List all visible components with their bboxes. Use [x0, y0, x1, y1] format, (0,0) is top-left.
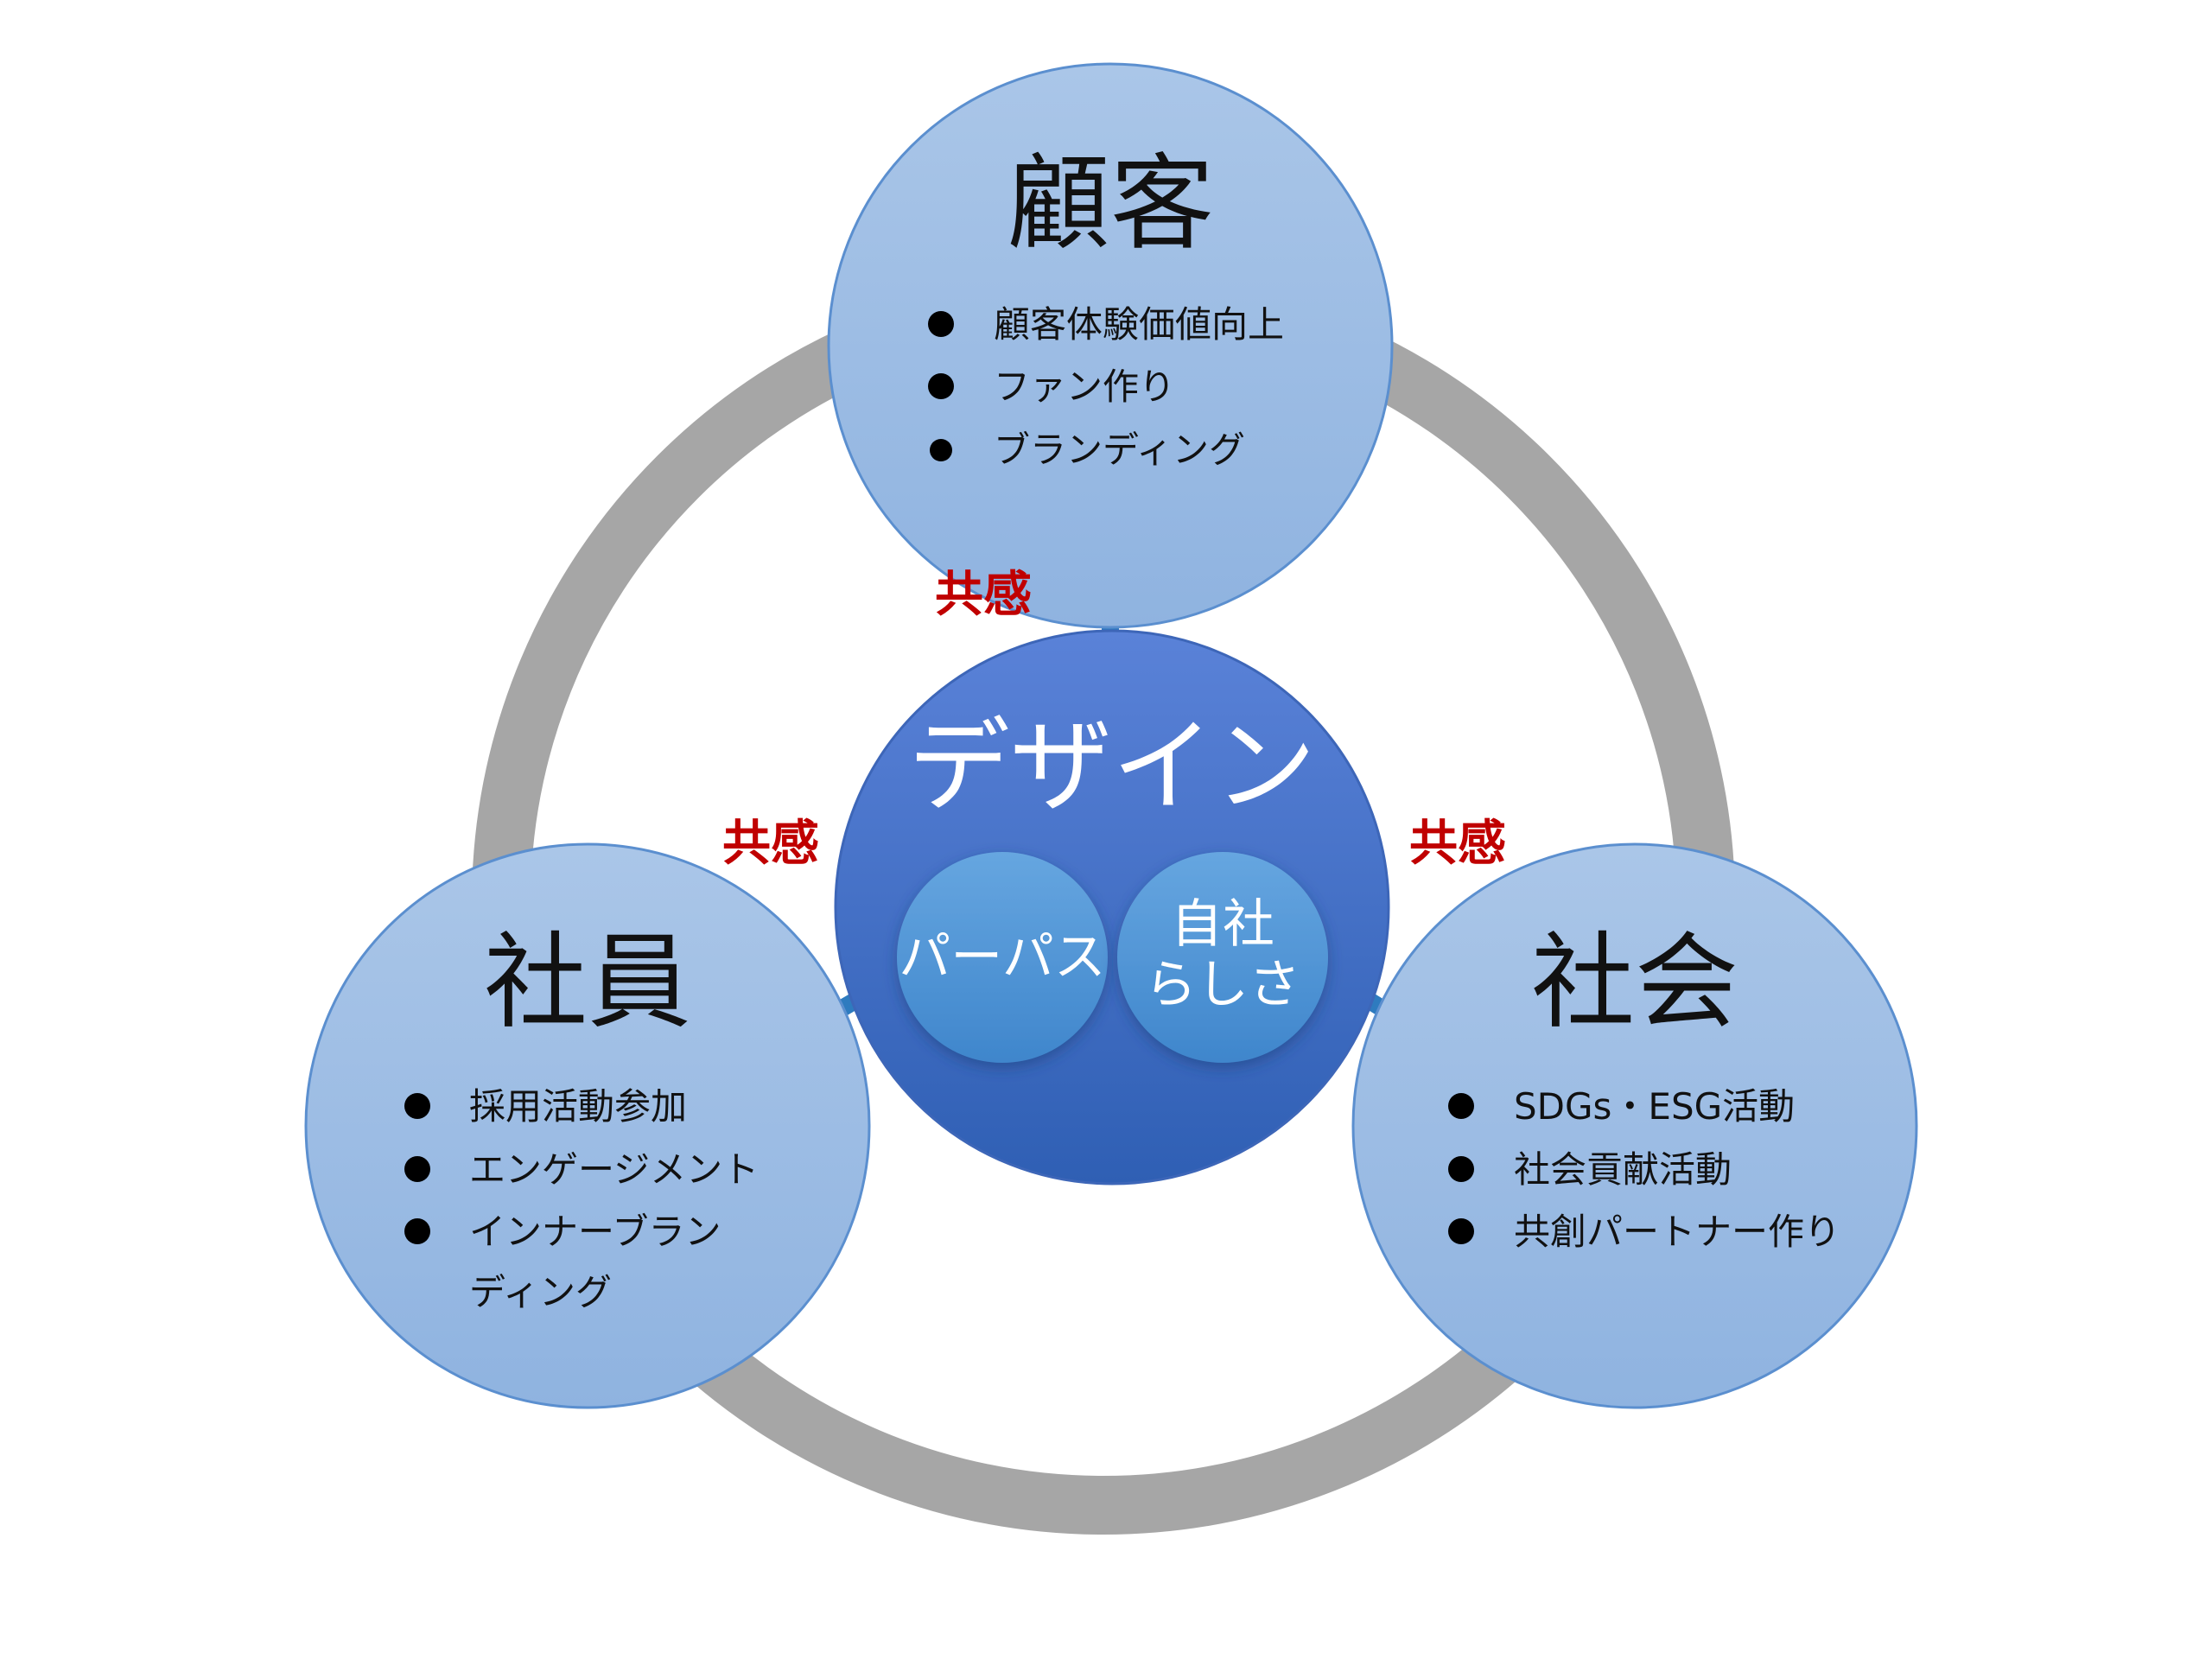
identity-label-line2: らしさ	[1145, 955, 1300, 1015]
bullet-dot	[930, 439, 952, 461]
society-bullet: 共創パートナー作り	[1514, 1211, 1840, 1253]
bullet-dot	[1448, 1218, 1474, 1244]
bullet-dot	[928, 311, 954, 337]
customer-title: 顧客	[1007, 144, 1214, 264]
employee-bullet: 採用活動参加	[469, 1085, 687, 1128]
design-node: デザイン パーパス 自社 らしさ	[834, 629, 1390, 1185]
employee-bullet: ディング	[469, 1271, 612, 1313]
customer-bullet: ブランディング	[994, 429, 1245, 471]
customer-bullet: ファン作り	[994, 365, 1175, 408]
purpose-label: パーパス	[899, 927, 1105, 988]
identity-circle	[1117, 852, 1328, 1063]
bullet-dot	[1448, 1093, 1474, 1119]
empathy-label-top: 共感	[935, 567, 1032, 623]
employee-bullet: インナーブラン	[469, 1211, 721, 1253]
empathy-label-right: 共感	[1409, 816, 1506, 872]
society-node: 社会 SDGs・ESG活動 社会貢献活動 共創パートナー作り	[1351, 842, 1918, 1409]
bullet-dot	[404, 1093, 430, 1119]
purpose-circle	[897, 852, 1108, 1063]
society-bullet: SDGs・ESG活動	[1514, 1085, 1795, 1128]
society-bullet: 社会貢献活動	[1514, 1148, 1732, 1191]
identity-label-line1: 自社	[1171, 894, 1274, 955]
customer-bullet: 顧客体験価値向上	[994, 303, 1284, 346]
employee-bullet: エンゲージメント	[469, 1148, 759, 1191]
bullet-dot	[928, 373, 954, 399]
bullet-dot	[1448, 1156, 1474, 1182]
employee-circle	[304, 842, 871, 1409]
society-circle	[1351, 842, 1918, 1409]
employee-node: 社員 採用活動参加 エンゲージメント インナーブラン ディング	[304, 842, 871, 1409]
employee-title: 社員	[484, 923, 691, 1043]
customer-circle	[827, 62, 1394, 629]
design-title: デザイン	[908, 707, 1316, 826]
society-title: 社会	[1531, 923, 1738, 1043]
customer-node: 顧客 顧客体験価値向上 ファン作り ブランディング	[827, 62, 1394, 629]
bullet-dot	[404, 1156, 430, 1182]
empathy-label-left: 共感	[722, 816, 819, 872]
bullet-dot	[404, 1218, 430, 1244]
